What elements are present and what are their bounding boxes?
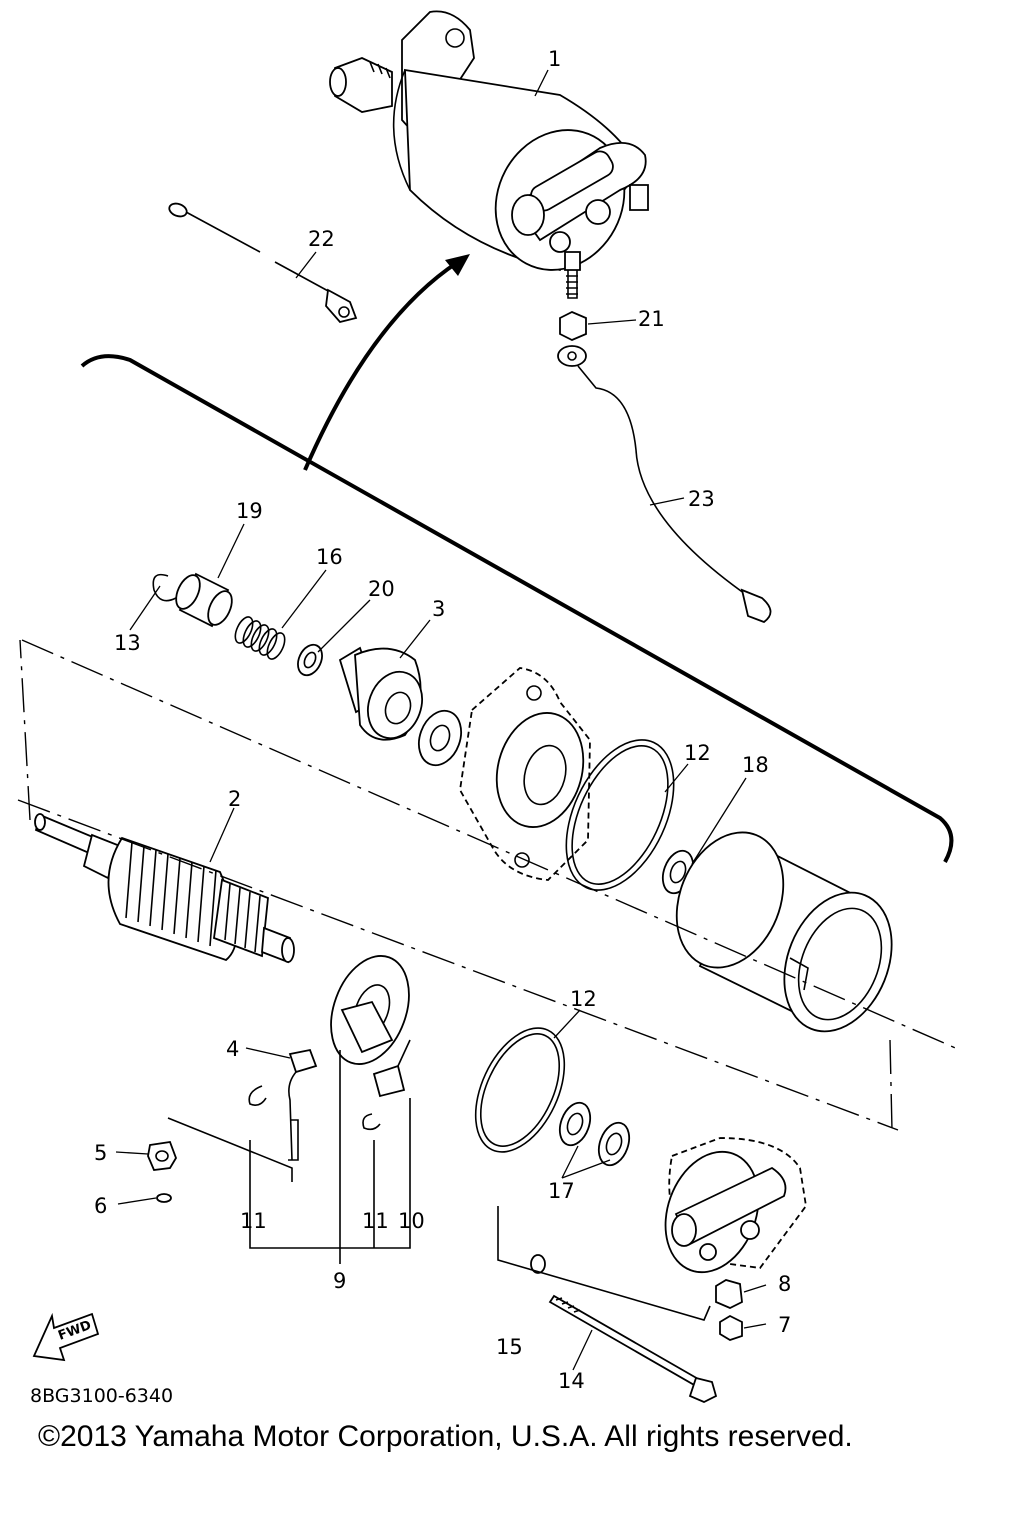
part-label: 20 [368, 577, 395, 601]
yoke-body [675, 831, 893, 1033]
bracket-9-10-11 [249, 1098, 411, 1249]
exploded-view-bracket [80, 354, 954, 863]
grommet-5 [147, 1141, 177, 1171]
nut-7 [719, 1314, 743, 1341]
washer-gear [418, 709, 462, 767]
brush-4 [288, 1048, 318, 1161]
armature-2 [34, 813, 295, 964]
center-line-lower [17, 799, 899, 1131]
part-label: 1 [548, 47, 561, 71]
part-label: 12 [684, 741, 711, 765]
circlip-11-left [248, 1085, 267, 1106]
washer-20 [297, 643, 323, 677]
part-label: 18 [742, 753, 769, 777]
o-ring-15 [530, 1254, 546, 1274]
part-label: 10 [398, 1209, 425, 1233]
center-line-left [19, 639, 31, 821]
arrow-head [445, 254, 470, 276]
part-label: 7 [778, 1313, 791, 1337]
bolt-14 [548, 1294, 718, 1403]
o-ring-12-lower [474, 1027, 566, 1153]
part-label: 5 [94, 1141, 107, 1165]
lead-wire-23 [557, 345, 772, 624]
part-label: 3 [432, 597, 445, 621]
brush-plate [330, 955, 410, 1065]
part-label: 4 [226, 1037, 239, 1061]
spring-16 [234, 616, 286, 660]
clutch-gear-3 [338, 646, 423, 741]
bracket-5-6 [167, 1117, 293, 1182]
part-label: 8 [778, 1272, 791, 1296]
brush-holder-right [372, 1039, 411, 1098]
stopper-19 [175, 572, 233, 628]
starter-motor-assembly [329, 10, 649, 299]
part-label: 11 [362, 1209, 389, 1233]
fwd-arrow: FWD [32, 1312, 100, 1362]
diagram-code: 8BG3100-6340 [30, 1385, 173, 1407]
front-cover [459, 667, 591, 881]
part-label: 14 [558, 1369, 585, 1393]
part-label: 11 [240, 1209, 267, 1233]
part-label: 19 [236, 499, 263, 523]
part-label: 2 [228, 787, 241, 811]
part-label: 15 [496, 1335, 523, 1359]
bracket-14-15 [497, 1206, 711, 1321]
part-label: 6 [94, 1194, 107, 1218]
nut-8 [715, 1279, 743, 1309]
part-label: 13 [114, 631, 141, 655]
center-line-right [889, 1039, 893, 1131]
o-ring-12-lower-inner [479, 1033, 561, 1147]
part-label: 12 [570, 987, 597, 1011]
lead-wire-22 [168, 202, 358, 324]
assembly-arrow [303, 260, 460, 471]
center-line-upper [21, 639, 961, 1051]
part-label: 17 [548, 1179, 575, 1203]
o-ring-12-upper-inner [571, 745, 669, 885]
part-label: 23 [688, 487, 715, 511]
part-label: 22 [308, 227, 335, 251]
part-label: 21 [638, 307, 665, 331]
rear-cover [664, 1137, 807, 1274]
washers-17 [558, 1101, 631, 1167]
part-callouts: 1 2 3 4 5 6 7 8 9 10 11 11 12 12 13 14 1… [94, 47, 791, 1393]
o-ring-6 [156, 1193, 172, 1203]
part-label: 9 [333, 1269, 346, 1293]
circlip-11-right [362, 1113, 381, 1131]
nut-21 [559, 311, 587, 341]
copyright-notice: ©2013 Yamaha Motor Corporation, U.S.A. A… [38, 1420, 853, 1453]
part-label: 16 [316, 545, 343, 569]
o-ring-12-upper [565, 739, 675, 891]
leader-lines [115, 69, 767, 1371]
circlip-13 [152, 573, 177, 602]
